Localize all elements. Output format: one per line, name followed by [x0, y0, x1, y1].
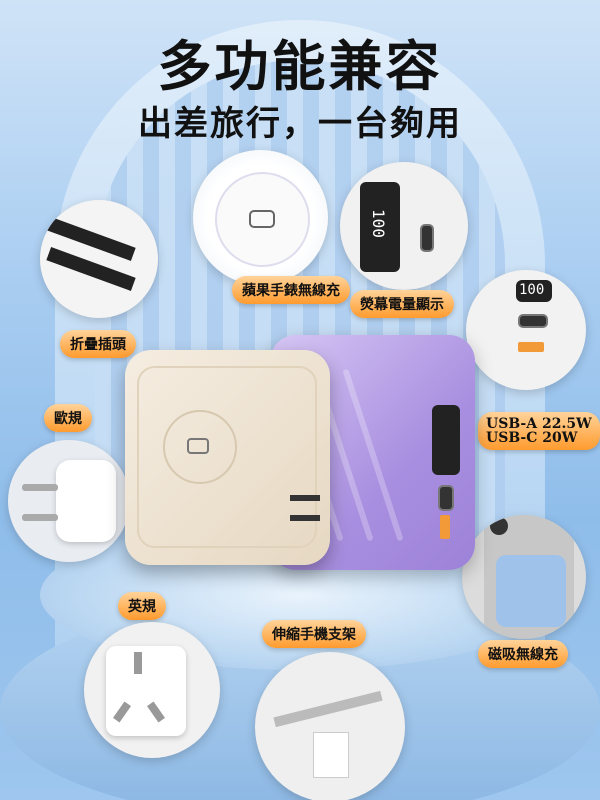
battery-screen: 100 — [360, 182, 400, 272]
battery-percent: 100 — [368, 209, 388, 238]
charge-logo-icon — [249, 210, 275, 228]
magnetic-pad — [496, 555, 566, 627]
phone-stand-image — [255, 652, 405, 800]
usb-a-port-icon — [518, 342, 544, 352]
uk-plug-image — [84, 622, 220, 758]
feature-magnetic-wireless: 磁吸無線充 — [478, 640, 568, 668]
feature-screen-display: 熒幕電量顯示 — [350, 290, 454, 318]
usb-c-port-icon — [438, 485, 454, 511]
plug-prong-icon — [290, 495, 320, 501]
feature-watch-wireless: 蘋果手錶無線充 — [232, 276, 350, 304]
feature-usb-spec: USB-A 22.5W USB-C 20W — [478, 412, 600, 450]
screen-display-image: 100 — [340, 162, 468, 290]
uk-plug-body — [106, 646, 186, 736]
stand-foot — [313, 732, 349, 778]
headline-title: 多功能兼容 — [157, 34, 443, 98]
feature-phone-stand: 伸縮手機支架 — [262, 620, 366, 648]
usb-c-port-icon — [518, 314, 548, 328]
watch-charger-pad — [215, 172, 310, 267]
device-battery-screen — [432, 405, 460, 475]
usb-a-spec: USB-A 22.5W — [486, 416, 592, 432]
feature-eu-plug: 歐規 — [44, 404, 92, 432]
usb-c-port-icon — [420, 224, 434, 252]
eu-plug-image — [8, 440, 130, 562]
usb-a-port-icon — [440, 515, 450, 539]
uk-pin-icon — [134, 652, 142, 674]
watch-charger-image — [193, 150, 328, 285]
stand-arm — [273, 690, 383, 728]
folding-plug-image — [40, 200, 158, 318]
usb-ports-image: 100 — [466, 270, 586, 390]
wireless-coil-ring — [163, 410, 237, 484]
device-face — [137, 366, 317, 548]
small-battery-screen: 100 — [516, 280, 552, 302]
headline-subtitle: 出差旅行，一台夠用 — [138, 104, 462, 144]
plug-prong-icon — [290, 515, 320, 521]
power-bank-beige — [125, 350, 330, 565]
feature-folding-plug: 折疊插頭 — [60, 330, 136, 358]
feature-uk-plug: 英規 — [118, 592, 166, 620]
camera-icon — [490, 517, 508, 535]
eu-pin-icon — [22, 514, 58, 521]
usb-c-spec: USB-C 20W — [486, 430, 578, 446]
eu-plug-body — [56, 460, 116, 542]
eu-pin-icon — [22, 484, 58, 491]
charge-logo-icon — [187, 438, 209, 454]
magnetic-charger-image — [462, 515, 586, 639]
small-battery-percent: 100 — [519, 282, 545, 298]
device-rib — [342, 368, 404, 542]
